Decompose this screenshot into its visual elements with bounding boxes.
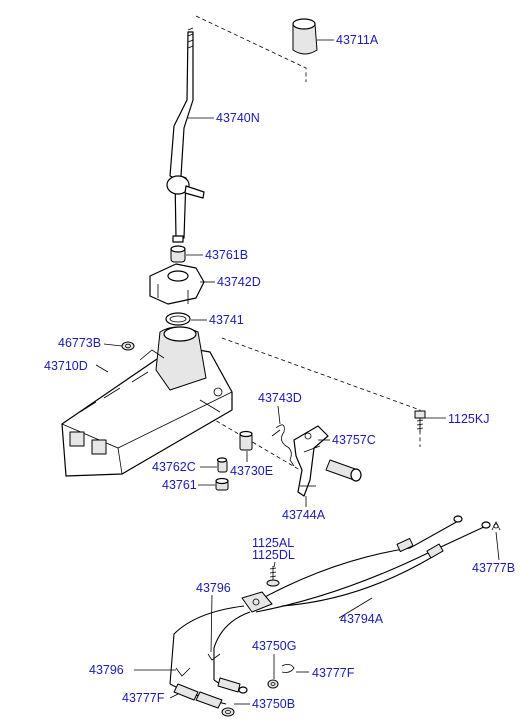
label-43796-lower: 43796: [89, 663, 124, 677]
cable-assembly-part: [169, 515, 491, 709]
lever-housing-part: [149, 263, 205, 305]
label-43710D: 43710D: [44, 359, 88, 373]
washer-end-part: [221, 707, 235, 717]
clip-mid-part: [281, 664, 295, 673]
label-43750B: 43750B: [252, 697, 295, 711]
label-1125DL: 1125DL: [252, 548, 295, 562]
grommet-part: [121, 341, 135, 351]
bushing-part: [170, 245, 186, 263]
bushing-small-part: [215, 477, 229, 491]
label-1125KJ: 1125KJ: [448, 412, 489, 426]
label-43711A: 43711A: [336, 33, 379, 47]
shift-lever-part: [166, 27, 205, 243]
washer-part: [267, 679, 279, 689]
label-43794A: 43794A: [340, 612, 384, 626]
shift-knob-part: [292, 18, 318, 55]
label-43777F-left: 43777F: [122, 691, 165, 705]
label-43796-upper: 43796: [196, 581, 231, 595]
sleeve-part: [239, 430, 253, 451]
label-43761B: 43761B: [205, 248, 248, 262]
cable-clip-upper-part: [207, 653, 221, 661]
label-43743D: 43743D: [258, 391, 302, 405]
label-43741: 43741: [209, 313, 244, 327]
label-43762C: 43762C: [152, 460, 196, 474]
bolt-top-part: [414, 410, 426, 432]
spring-part: [271, 424, 295, 467]
clip-right-part: [491, 521, 501, 531]
leader-lines: [95, 39, 500, 705]
pin-small-part: [216, 457, 228, 473]
knob-guide-line: [195, 15, 307, 82]
cable-clip-lower-part: [175, 667, 191, 677]
label-43757C: 43757C: [332, 433, 376, 447]
label-43750G: 43750G: [252, 639, 296, 653]
bolt-cable-part: [266, 566, 280, 587]
base-assembly-part: [61, 326, 233, 477]
label-43777B: 43777B: [472, 561, 515, 575]
label-46773B: 46773B: [58, 336, 101, 350]
label-43742D: 43742D: [217, 275, 261, 289]
label-43761: 43761: [162, 478, 197, 492]
label-43730E: 43730E: [230, 464, 273, 478]
bracket-lever-part: [293, 425, 329, 497]
label-43744A: 43744A: [282, 508, 326, 522]
label-1125AL: 1125AL: [252, 536, 294, 550]
label-43740N: 43740N: [216, 111, 260, 125]
label-43777F-mid: 43777F: [312, 666, 355, 680]
bolt-guide-line: [221, 337, 421, 447]
select-lever-part: [325, 459, 362, 482]
o-ring-part: [165, 312, 191, 326]
